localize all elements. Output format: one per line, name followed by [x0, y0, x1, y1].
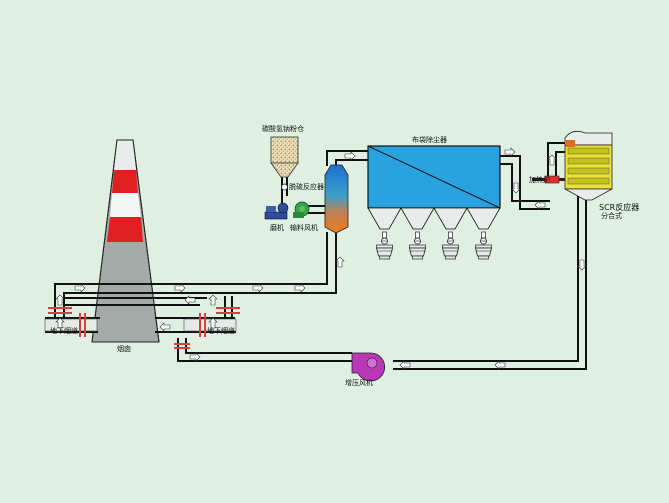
chimney-label: 烟囱	[117, 345, 131, 353]
conveying-fan	[293, 201, 310, 218]
heating-furnace-label: 加热炉	[529, 176, 550, 184]
scr-reactor-label: SCR反应器	[599, 203, 640, 212]
desulfur-reactor	[324, 164, 349, 234]
powder-bin	[270, 136, 299, 191]
red-valve-icon	[48, 307, 240, 349]
bag-filter	[367, 145, 501, 230]
mill	[264, 202, 289, 220]
bag-filter-label: 布袋除尘器	[412, 136, 447, 144]
underground-flue-right-label: 地下烟道	[207, 327, 235, 335]
scr-type-label: 分合式	[601, 212, 622, 220]
mill-label: 磨机	[270, 224, 284, 232]
booster-fan-label: 增压风机	[345, 379, 373, 387]
flue-pipes	[45, 142, 587, 370]
underground-flue-right-box	[183, 318, 237, 332]
desulfur-reactor-label: 脱硫反应器	[289, 183, 324, 191]
scr-reactor	[564, 130, 613, 201]
powder-bin-label: 碳酸氢钠粉仓	[262, 125, 304, 133]
chimney	[91, 139, 160, 343]
conveying-fan-label: 输料风机	[290, 224, 318, 232]
underground-flue-left-label: 地下烟道	[50, 327, 78, 335]
heating-furnace	[532, 175, 567, 184]
ash-discharge-icon	[376, 231, 492, 260]
booster-fan	[351, 352, 385, 382]
